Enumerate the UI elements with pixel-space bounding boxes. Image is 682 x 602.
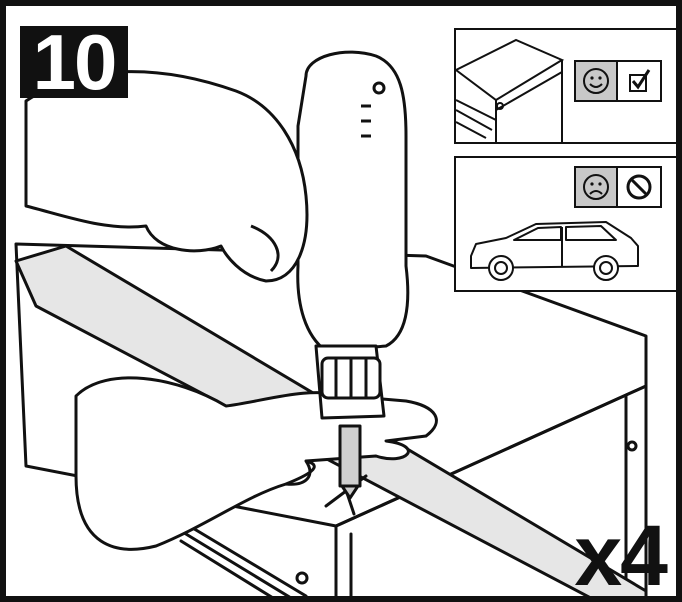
repeat-count: x4 [574,507,666,602]
lower-shelf [181,521,306,602]
incorrect-method-panel [454,156,678,292]
no-sign-icon [618,168,660,206]
correct-badge [574,60,662,102]
correct-method-panel [454,28,678,144]
car-icon [466,216,646,286]
step-number: 10 [20,26,128,98]
incorrect-badge [574,166,662,208]
shelf-corner-illustration [456,30,566,142]
smiley-icon [576,62,618,100]
frown-icon [576,168,618,206]
checkbox-check-icon [618,62,660,100]
